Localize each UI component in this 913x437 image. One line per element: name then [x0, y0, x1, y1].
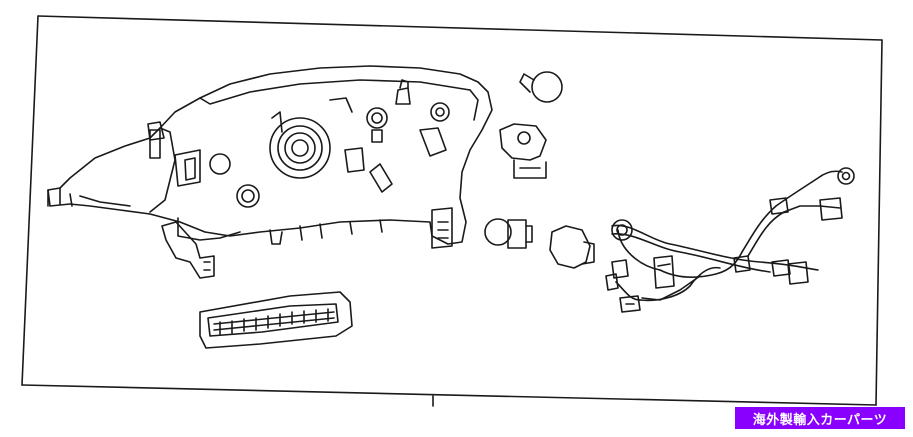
bulb-upper [519, 71, 563, 103]
mounting-bracket [161, 221, 215, 279]
watermark-badge: 海外製輸入カーパーツ [735, 407, 905, 429]
headlamp-housing [47, 65, 493, 249]
bulb-socket-lower [549, 225, 595, 269]
wiring-harness [605, 167, 855, 313]
diagram-frame [21, 15, 883, 407]
bulb-middle [484, 218, 533, 249]
bulb-socket [499, 123, 547, 179]
side-marker-lamp [199, 291, 353, 349]
